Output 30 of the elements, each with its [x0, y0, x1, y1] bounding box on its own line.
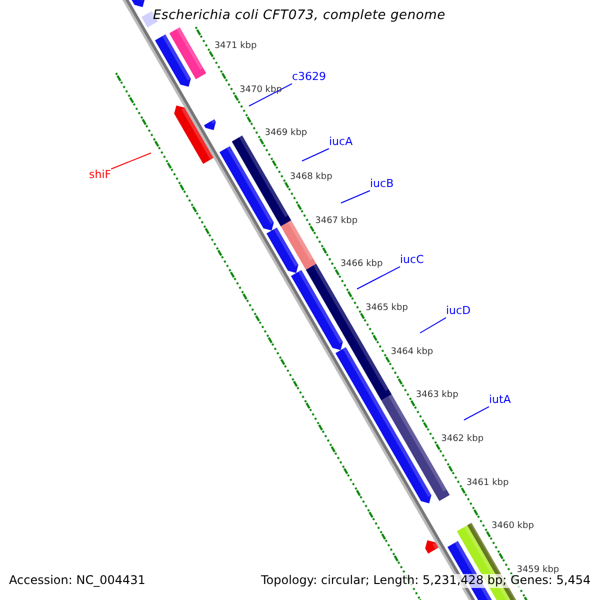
scale-label: 3467 kbp: [315, 216, 358, 226]
leader-line: [110, 152, 152, 170]
gene-label: iucB: [370, 178, 394, 191]
gene-label: c3629: [292, 71, 326, 84]
scale-label: 3464 kbp: [390, 346, 434, 357]
scale-label: 3463 kbp: [416, 390, 458, 401]
gene-label: iutA: [489, 394, 511, 407]
map-title: Escherichia coli CFT073, complete genome: [153, 9, 446, 24]
scale-label: 3466 kbp: [340, 259, 383, 270]
gene-label: iucA: [329, 136, 353, 149]
genome-info-text: Topology: circular; Length: 5,231,428 bp; Genes: 5,454: [261, 574, 591, 588]
leader-line: [340, 190, 370, 204]
gene-label: iucD: [446, 305, 471, 318]
scale-label: 3471 kbp: [214, 41, 257, 52]
scale-label: 3459 kbp: [516, 564, 560, 575]
scale-label: 3461 kbp: [466, 478, 509, 488]
scale-label: 3462 kbp: [441, 434, 484, 444]
leader-line: [420, 317, 446, 334]
scale-label: 3465 kbp: [366, 302, 408, 314]
scale-label: 3460 kbp: [492, 521, 534, 532]
leader-line: [356, 266, 400, 290]
scale-label: 3470 kbp: [240, 84, 282, 96]
gene-label: shiF: [89, 169, 112, 182]
leader-line: [302, 148, 330, 162]
accession-text: Accession: NC_004431: [9, 574, 146, 588]
gene-label: iucC: [400, 254, 424, 267]
scale-label: 3469 kbp: [264, 128, 308, 139]
leader-line: [248, 83, 292, 106]
leader-line: [464, 406, 490, 420]
scale-label: 3468 kbp: [290, 172, 332, 182]
